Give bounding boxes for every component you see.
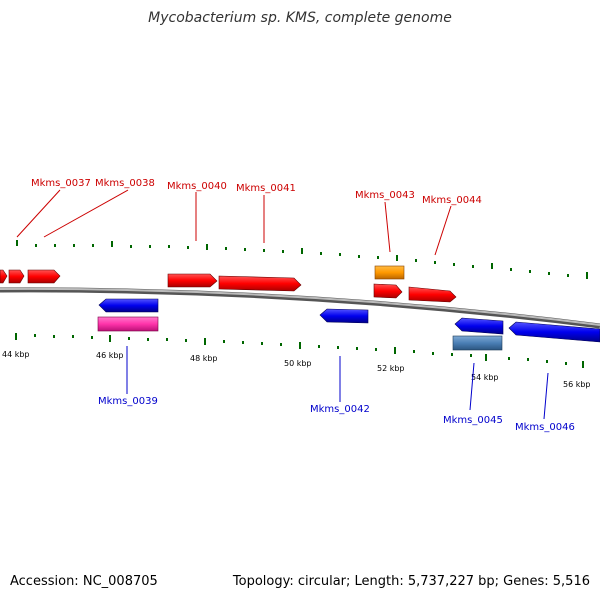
gene-arrow-mkms-0039[interactable] bbox=[98, 298, 159, 313]
gene-arrow-partial-1[interactable] bbox=[0, 269, 8, 284]
label-mkms-0045[interactable]: Mkms_0045 bbox=[443, 415, 503, 426]
map-title: Mycobacterium sp. KMS, complete genome bbox=[148, 10, 452, 26]
gene-arrow-mkms-0037[interactable] bbox=[27, 269, 61, 284]
gene-arrow-mkms-0040[interactable] bbox=[167, 273, 218, 288]
feature-steel-block[interactable] bbox=[452, 335, 503, 351]
label-mkms-0042[interactable]: Mkms_0042 bbox=[310, 404, 370, 415]
genome-summary: Topology: circular; Length: 5,737,227 bp… bbox=[232, 574, 590, 589]
scale-label-50: 50 kbp bbox=[284, 359, 312, 368]
top-gene-labels: Mkms_0037 Mkms_0038 Mkms_0040 Mkms_0041 … bbox=[31, 178, 482, 206]
gene-arrow-mkms-0044[interactable] bbox=[408, 286, 457, 303]
accession-info: Accession: NC_008705 bbox=[10, 574, 158, 589]
gene-arrow-mkms-0041[interactable] bbox=[218, 275, 302, 292]
accession-value: NC_008705 bbox=[82, 574, 158, 589]
feature-orange-block[interactable] bbox=[374, 265, 405, 280]
label-mkms-0044[interactable]: Mkms_0044 bbox=[422, 195, 482, 206]
gene-arrow-mkms-0045[interactable] bbox=[454, 317, 504, 335]
bottom-gene-labels: Mkms_0039 Mkms_0042 Mkms_0045 Mkms_0046 bbox=[98, 396, 575, 433]
bottom-leader-lines bbox=[126, 346, 549, 420]
label-mkms-0038[interactable]: Mkms_0038 bbox=[95, 178, 155, 189]
label-mkms-0043[interactable]: Mkms_0043 bbox=[355, 190, 415, 201]
genome-backbone-highlight bbox=[0, 287, 600, 326]
label-mkms-0037[interactable]: Mkms_0037 bbox=[31, 178, 91, 189]
scale-label-52: 52 kbp bbox=[377, 364, 405, 373]
gene-arrow-partial-2[interactable] bbox=[8, 269, 25, 284]
scale-label-48: 48 kbp bbox=[190, 354, 218, 363]
accession-label: Accession: bbox=[10, 574, 79, 589]
scale-label-44: 44 kbp bbox=[2, 350, 30, 359]
gene-arrow-mkms-0042[interactable] bbox=[319, 308, 369, 324]
gene-arrow-mkms-0046[interactable] bbox=[508, 321, 600, 343]
scale-label-46: 46 kbp bbox=[96, 351, 124, 360]
feature-pink-block[interactable] bbox=[97, 316, 159, 332]
reverse-genes[interactable] bbox=[97, 298, 600, 351]
scale-labels: 44 kbp 46 kbp 48 kbp 50 kbp 52 kbp 54 kb… bbox=[2, 350, 591, 389]
genome-backbone bbox=[0, 287, 600, 329]
top-leader-lines bbox=[16, 189, 452, 256]
gene-arrow-mkms-0043[interactable] bbox=[373, 283, 403, 299]
inner-tick-track bbox=[15, 333, 584, 368]
scale-label-56: 56 kbp bbox=[563, 380, 591, 389]
scale-label-54: 54 kbp bbox=[471, 373, 499, 382]
forward-genes[interactable] bbox=[0, 265, 457, 303]
outer-tick-track bbox=[16, 240, 588, 279]
label-mkms-0040[interactable]: Mkms_0040 bbox=[167, 181, 227, 192]
label-mkms-0046[interactable]: Mkms_0046 bbox=[515, 422, 575, 433]
label-mkms-0041[interactable]: Mkms_0041 bbox=[236, 183, 296, 194]
label-mkms-0039[interactable]: Mkms_0039 bbox=[98, 396, 158, 407]
